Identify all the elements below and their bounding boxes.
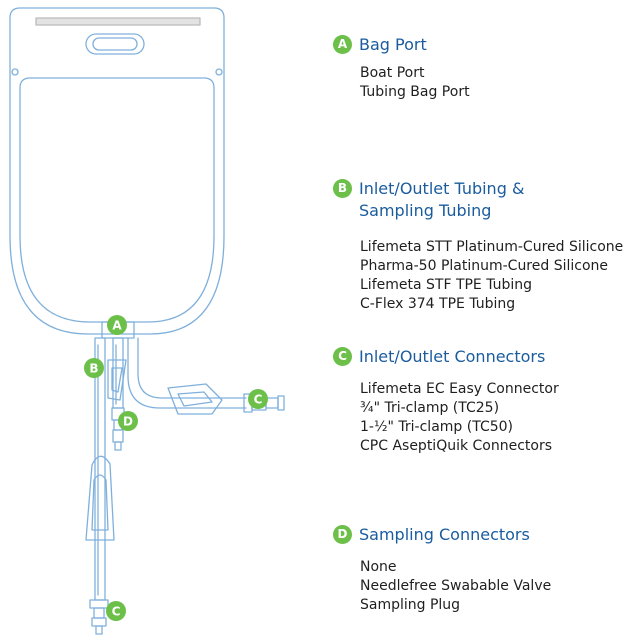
section-sampling-connectors: D Sampling Connectors None Needlefree Sw… (333, 524, 625, 615)
section-title: Bag Port (359, 35, 427, 54)
bag-outline (9, 7, 225, 335)
svg-text:B: B (89, 362, 98, 376)
section-items: None Needlefree Swabable Valve Sampling … (360, 558, 625, 615)
section-title: Inlet/Outlet Tubing & Sampling Tubing (359, 179, 525, 220)
list-item: C-Flex 374 TPE Tubing (360, 296, 516, 312)
badge-b: B (333, 179, 352, 198)
list-item: Lifemeta STT Platinum-Cured Silicone (360, 239, 624, 255)
svg-text:C: C (254, 393, 263, 407)
list-item: Lifemeta STF TPE Tubing (360, 277, 533, 293)
badge-d: D (333, 525, 352, 544)
bag-hanger-slot (85, 33, 145, 55)
list-item: Needlefree Swabable Valve (360, 578, 552, 594)
marker-d: D (118, 411, 138, 431)
section-items: Boat Port Tubing Bag Port (360, 64, 625, 102)
section-connectors: C Inlet/Outlet Connectors Lifemeta EC Ea… (333, 346, 625, 456)
section-items: Lifemeta EC Easy Connector ¾" Tri-clamp … (360, 380, 625, 456)
list-item: Sampling Plug (360, 597, 461, 613)
marker-c-bottom: C (106, 601, 126, 621)
svg-text:D: D (123, 415, 133, 429)
list-item: Pharma-50 Platinum-Cured Silicone (360, 258, 609, 274)
section-title: Sampling Connectors (359, 525, 530, 544)
list-item: ¾" Tri-clamp (TC25) (360, 400, 500, 416)
badge-c: C (333, 347, 352, 366)
marker-c-right: C (248, 389, 268, 409)
marker-a: A (107, 315, 127, 335)
list-item: 1-½" Tri-clamp (TC50) (360, 419, 513, 435)
badge-a: A (333, 35, 352, 54)
section-items: Lifemeta STT Platinum-Cured Silicone Pha… (360, 238, 625, 314)
list-item: None (360, 559, 397, 575)
list-item: CPC AseptiQuik Connectors (360, 438, 553, 454)
bag-assembly-diagram: A B C D C (9, 7, 285, 635)
list-item: Tubing Bag Port (360, 84, 470, 100)
section-tubing: B Inlet/Outlet Tubing & Sampling Tubing … (333, 178, 625, 314)
section-title: Inlet/Outlet Connectors (359, 347, 546, 366)
list-item: Lifemeta EC Easy Connector (360, 381, 559, 397)
section-bag-port: A Bag Port Boat Port Tubing Bag Port (333, 34, 625, 102)
marker-b: B (84, 358, 104, 378)
list-item: Boat Port (360, 65, 425, 81)
tube-right (127, 337, 247, 409)
svg-text:C: C (112, 605, 121, 619)
bag-inner-seal (19, 77, 215, 323)
bag-top-bar (35, 17, 201, 26)
svg-text:A: A (112, 319, 122, 333)
